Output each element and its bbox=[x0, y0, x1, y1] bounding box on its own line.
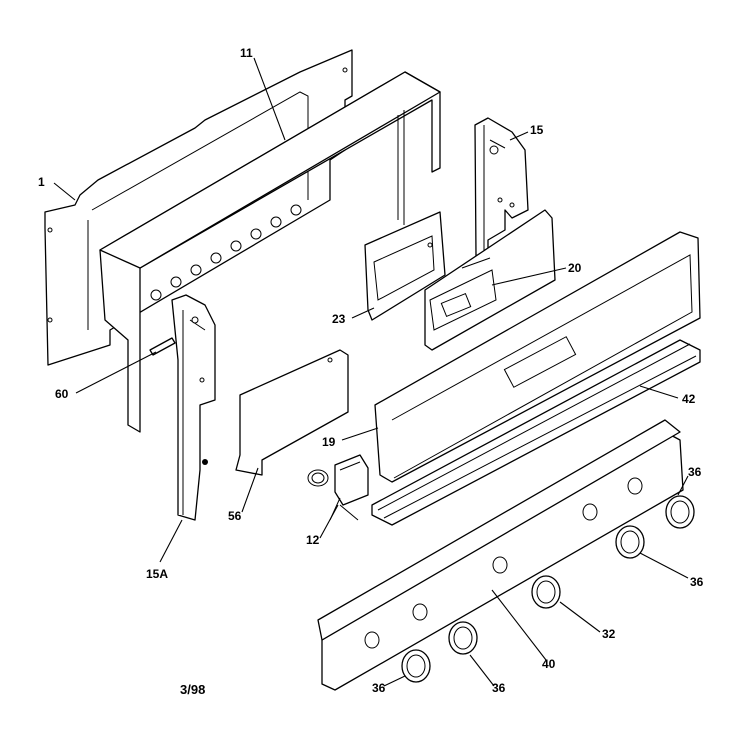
part-19-control-panel bbox=[374, 231, 701, 483]
callout-60: 60 bbox=[55, 387, 69, 401]
footer-date: 3/98 bbox=[180, 682, 205, 697]
callout-40: 40 bbox=[542, 657, 556, 671]
callout-20: 20 bbox=[568, 261, 582, 275]
part-11-main-panel bbox=[99, 71, 441, 433]
knob-36-bottom-left bbox=[401, 649, 431, 683]
leader-lines bbox=[53, 57, 689, 687]
part-42-trim-rail bbox=[371, 339, 701, 526]
part-40-knob-panel bbox=[317, 419, 684, 691]
knob-36-bottom-mid bbox=[448, 621, 478, 655]
callout-32: 32 bbox=[602, 627, 616, 641]
callout-56: 56 bbox=[228, 509, 242, 523]
knob-36-right-upper bbox=[665, 495, 695, 529]
part-20-control-board bbox=[424, 209, 556, 351]
knob-holes bbox=[364, 477, 643, 649]
knob-32 bbox=[531, 575, 561, 609]
callout-36-c: 36 bbox=[492, 681, 506, 695]
callout-12: 12 bbox=[306, 533, 320, 547]
callout-36-b: 36 bbox=[690, 575, 704, 589]
callout-15: 15 bbox=[530, 123, 544, 137]
callout-11: 11 bbox=[240, 46, 253, 60]
callout-42: 42 bbox=[682, 392, 696, 406]
part-23-bracket-plate bbox=[364, 211, 446, 321]
callout-23: 23 bbox=[332, 312, 346, 326]
callout-36-a: 36 bbox=[688, 465, 702, 479]
panel-holes bbox=[150, 204, 302, 301]
part-12-thermostat bbox=[307, 454, 369, 521]
knob-36-right-lower bbox=[615, 525, 645, 559]
callout-labels: 1 11 15 20 23 60 42 19 56 12 15A 36 36 3… bbox=[38, 46, 704, 695]
callout-19: 19 bbox=[322, 435, 336, 449]
callout-1: 1 bbox=[38, 175, 45, 189]
callout-15a: 15A bbox=[146, 567, 168, 581]
callout-36-d: 36 bbox=[372, 681, 386, 695]
part-56-lower-channel bbox=[235, 349, 349, 476]
part-60-screw bbox=[149, 337, 176, 356]
part-15a-left-bracket bbox=[171, 294, 216, 521]
